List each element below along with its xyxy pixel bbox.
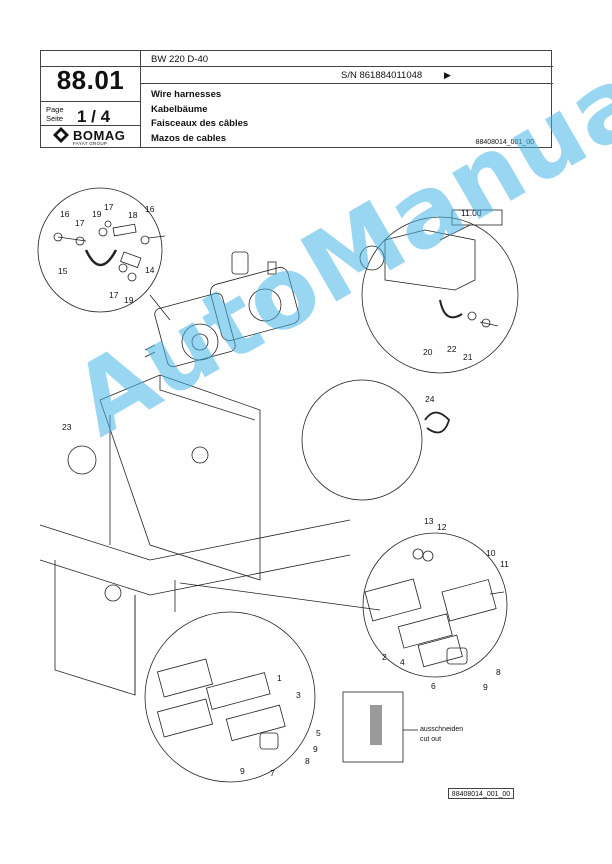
page-label: Page: [46, 105, 64, 114]
title-en: Wire harnesses: [151, 89, 222, 100]
callout-numbers: 16 17 19 17 18 16 15 14 17 19 11.00 20 2…: [58, 202, 509, 778]
svg-text:17: 17: [109, 290, 119, 300]
detail-circle-clamp: [37, 187, 163, 313]
svg-text:9: 9: [483, 682, 488, 692]
title-block: 88.01 Page Seite 1 / 4 BOMAG FAYAT GROUP…: [40, 50, 553, 148]
serial-number: S/N 861884011048: [341, 70, 423, 81]
panel-parts-left: [156, 658, 286, 750]
svg-text:9: 9: [240, 766, 245, 776]
svg-text:12: 12: [437, 522, 447, 532]
cutout-label-en: cut out: [420, 736, 441, 743]
cutout-label-de: ausschneiden: [420, 726, 463, 733]
page-of: 1 / 4: [77, 107, 111, 126]
svg-text:21: 21: [463, 352, 473, 362]
hydraulic-pump: [144, 251, 300, 368]
bomag-logo-icon: [53, 127, 69, 143]
divider: [41, 101, 140, 102]
svg-text:11: 11: [500, 559, 509, 569]
detail-circle-bracket: [361, 216, 519, 374]
title-fr: Faisceaux des câbles: [151, 118, 249, 129]
panel-parts-right: [364, 548, 505, 668]
seite-label: Seite: [46, 114, 64, 123]
divider: [41, 66, 553, 67]
svg-text:17: 17: [104, 202, 114, 212]
bracket-parts: [359, 229, 499, 328]
svg-text:14: 14: [145, 265, 155, 275]
clip-23: [67, 445, 97, 475]
divider: [41, 125, 140, 126]
svg-text:18: 18: [128, 210, 138, 220]
svg-text:13: 13: [424, 516, 434, 526]
page-number: 88.01: [56, 65, 125, 95]
title-de: Kabelbäume: [151, 103, 208, 115]
svg-text:10: 10: [486, 548, 496, 558]
title-es: Mazos de cables: [151, 132, 226, 144]
ref-box-11: [451, 209, 503, 226]
detail-circle-panel-left: [144, 611, 316, 783]
svg-text:4: 4: [400, 657, 405, 667]
svg-text:3: 3: [296, 690, 301, 700]
brand-name: BOMAG: [73, 127, 126, 143]
model: BW 220 D-40: [151, 54, 209, 65]
ref-box-label: 11.00: [461, 208, 482, 218]
svg-text:16: 16: [60, 209, 70, 219]
svg-text:2: 2: [382, 652, 387, 662]
brand-logo: BOMAG FAYAT GROUP: [53, 127, 126, 146]
svg-text:8: 8: [305, 756, 310, 766]
svg-text:5: 5: [316, 728, 321, 738]
machine-frame: [39, 374, 351, 696]
svg-text:19: 19: [124, 295, 134, 305]
svg-text:22: 22: [447, 344, 457, 354]
clamp-parts: [53, 220, 166, 282]
detail-circle-clip: [301, 379, 423, 501]
brand-sub: FAYAT GROUP: [73, 141, 108, 146]
footer-ref: 88408014_001_00: [448, 788, 514, 799]
svg-text:17: 17: [75, 218, 85, 228]
divider: [140, 83, 553, 84]
svg-text:20: 20: [423, 347, 433, 357]
svg-text:23: 23: [62, 422, 72, 432]
title-list: Wire harnesses Kabelbäume Faisceaux des …: [151, 88, 248, 146]
svg-text:24: 24: [425, 394, 435, 404]
doc-ref: 88408014_001_00: [475, 139, 534, 146]
svg-text:9: 9: [313, 744, 318, 754]
cutout-detail: [342, 691, 404, 763]
svg-text:8: 8: [496, 667, 501, 677]
arrow-right-icon: ▶: [444, 70, 451, 80]
svg-text:6: 6: [431, 681, 436, 691]
svg-text:19: 19: [92, 209, 102, 219]
svg-text:16: 16: [145, 204, 155, 214]
detail-circle-panel: [362, 532, 508, 678]
svg-text:15: 15: [58, 266, 68, 276]
svg-text:7: 7: [270, 768, 275, 778]
svg-text:1: 1: [277, 673, 282, 683]
divider: [140, 51, 141, 148]
